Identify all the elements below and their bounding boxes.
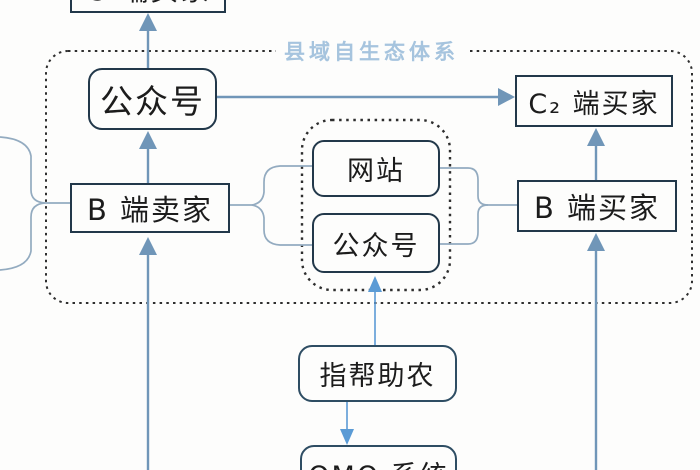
node-c1-buyer: C₁端买家 [70,0,226,13]
arrow-buyer-to-c2buyer [587,128,605,180]
arrow-gongzhonghao-to-c2buyer [217,88,515,106]
arrow-bottom-to-seller [139,237,157,470]
node-c1-buyer-label: C₁端买家 [86,0,211,9]
arrow-zhibang-to-omo [340,402,354,445]
node-b-buyer-label: B 端买家 [533,191,661,225]
node-gongzhonghao-inner: 公众号 [312,213,440,273]
node-gongzhonghao-top-label: 公众号 [100,82,205,121]
node-website-label: 网站 [347,156,405,187]
node-c2-buyer-label: C₂ 端买家 [528,88,660,120]
channels-to-buyer-connector [440,167,517,245]
arrow-bottom-to-buyer [587,233,605,470]
node-c2-buyer: C₂ 端买家 [515,75,673,127]
node-zhibang-zhunong-label: 指帮助农 [319,361,436,392]
arrow-gongzhonghao-to-c1buyer [139,13,157,70]
arrow-seller-to-gongzhonghao [139,131,157,183]
left-brace-connector [0,136,70,271]
node-b-buyer: B 端买家 [517,180,677,232]
node-b-seller-label: B 端卖家 [86,193,214,227]
node-omo-system-label: OMO 系统 [308,454,448,470]
seller-to-channels-connector [230,165,312,246]
node-b-seller: B 端卖家 [70,183,230,233]
ecosystem-dashed-border [45,50,693,304]
node-website: 网站 [312,140,440,197]
arrow-zhibang-to-gongzhonghao-inner [368,276,382,345]
node-gongzhonghao-inner-label: 公众号 [332,230,420,262]
ecosystem-group-label: 县域自生态体系 [276,35,467,67]
node-omo-system: OMO 系统 [300,445,457,470]
node-gongzhonghao-top: 公众号 [88,68,217,130]
node-zhibang-zhunong: 指帮助农 [298,345,457,402]
